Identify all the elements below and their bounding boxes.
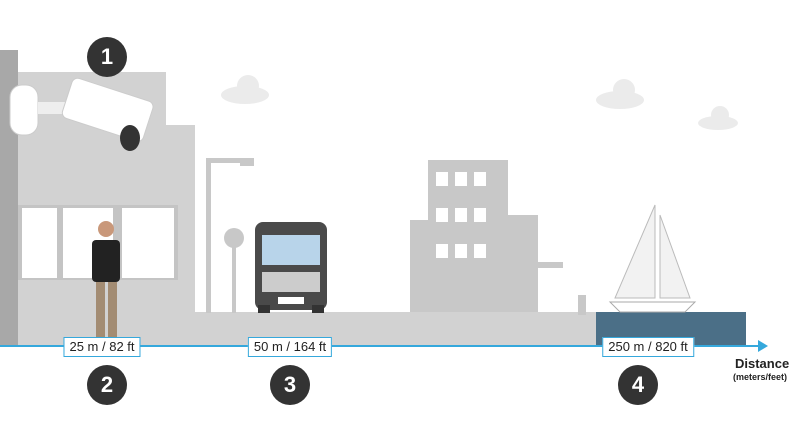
axis-units: (meters/feet) xyxy=(733,372,788,382)
marker-2: 2 xyxy=(87,365,127,405)
marker-1: 1 xyxy=(87,37,127,77)
marker-4: 4 xyxy=(618,365,658,405)
apartment-building xyxy=(410,160,563,312)
truck-icon xyxy=(255,222,327,313)
security-camera-icon xyxy=(9,77,154,151)
person-icon xyxy=(92,221,120,337)
axis-title: Distance xyxy=(735,356,790,371)
street-lamp-icon xyxy=(206,158,254,313)
distance-label-4: 250 m / 820 ft xyxy=(602,337,694,357)
marker-3: 3 xyxy=(270,365,310,405)
arrow-right-icon xyxy=(758,340,768,352)
cloud-icon xyxy=(221,75,738,130)
road-sign-icon xyxy=(224,228,244,313)
distance-label-2: 25 m / 82 ft xyxy=(63,337,141,357)
distance-label-3: 50 m / 164 ft xyxy=(247,337,333,357)
sailboat-icon xyxy=(608,204,697,313)
